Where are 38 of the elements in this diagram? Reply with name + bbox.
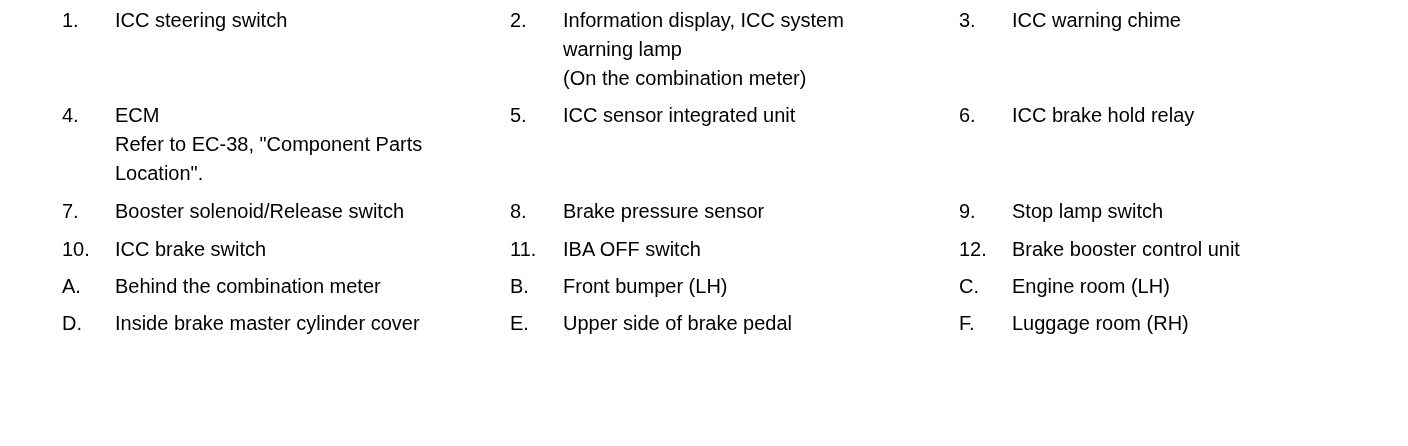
item-description: Upper side of brake pedal [563, 311, 794, 336]
item-number: D. [62, 311, 82, 336]
item-description: ECM [115, 103, 161, 128]
item-number: 3. [959, 8, 976, 33]
item-description: ICC brake switch [115, 237, 268, 262]
item-description: Refer to EC-38, "Component Parts Location". [115, 132, 424, 186]
item-number: A. [62, 274, 81, 299]
item-description: Inside brake master cylinder cover [115, 311, 421, 336]
item-description: ICC brake hold relay [1012, 103, 1196, 128]
item-description: Information display, ICC system warning lamp [563, 8, 845, 62]
item-description: (On the combination meter) [563, 66, 808, 91]
item-number: C. [959, 274, 979, 299]
item-number: 5. [510, 103, 527, 128]
item-number: 10. [62, 237, 90, 262]
item-description: ICC steering switch [115, 8, 289, 33]
item-description: Brake pressure sensor [563, 199, 766, 224]
item-description: Luggage room (RH) [1012, 311, 1190, 336]
item-number: 8. [510, 199, 527, 224]
item-number: 9. [959, 199, 976, 224]
item-description: Engine room (LH) [1012, 274, 1171, 299]
item-description: Front bumper (LH) [563, 274, 729, 299]
item-description: ICC warning chime [1012, 8, 1182, 33]
item-number: 2. [510, 8, 527, 33]
item-description: IBA OFF switch [563, 237, 702, 262]
item-description: Booster solenoid/Release switch [115, 199, 406, 224]
item-number: 12. [959, 237, 987, 262]
item-number: 6. [959, 103, 976, 128]
item-number: 1. [62, 8, 79, 33]
item-description: Brake booster control unit [1012, 237, 1241, 262]
item-description: Behind the combination meter [115, 274, 382, 299]
item-number: B. [510, 274, 529, 299]
item-number: 7. [62, 199, 79, 224]
item-number: 4. [62, 103, 79, 128]
item-description: ICC sensor integrated unit [563, 103, 797, 128]
item-description: Stop lamp switch [1012, 199, 1165, 224]
item-number: E. [510, 311, 529, 336]
item-number: F. [959, 311, 975, 336]
item-number: 11. [510, 237, 537, 262]
